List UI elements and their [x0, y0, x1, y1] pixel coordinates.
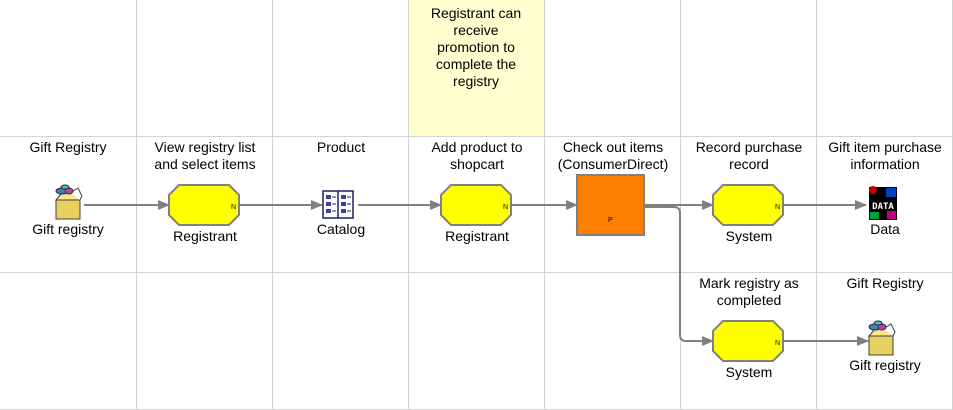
catalog-label: Catalog [316, 221, 366, 237]
data-icon[interactable]: DATA [869, 186, 897, 220]
view-step-actor: Registrant [173, 228, 237, 244]
mark-step-actor: System [725, 364, 773, 380]
add-step-actor: Registrant [445, 228, 509, 244]
gift-registry-label-2: Gift registry [849, 357, 921, 373]
catalog-icon[interactable] [322, 190, 354, 219]
subprocess-checkout[interactable] [576, 174, 645, 236]
gift-registry-icon[interactable] [54, 184, 83, 220]
process-step-view-registry[interactable] [168, 184, 240, 226]
data-label: Data [870, 221, 900, 237]
view-step-title: View registry list and select items [154, 139, 256, 172]
add-step-title: Add product to shopcart [431, 139, 523, 172]
step-marker: N [775, 340, 780, 347]
grid-cell [545, 0, 681, 137]
grid-cell [681, 0, 817, 137]
process-step-mark-registry[interactable] [712, 320, 784, 362]
connector-checkout-to-mark [645, 206, 714, 346]
gift-registry-title-2: Gift Registry [846, 275, 924, 291]
process-step-record-purchase[interactable] [712, 184, 784, 226]
step-marker: N [775, 204, 780, 211]
step-marker: P [608, 217, 613, 224]
gift-registry-icon[interactable] [867, 320, 896, 356]
gift-registry-title: Gift Registry [29, 139, 107, 155]
checkout-step-title: Check out items (ConsumerDirect) [557, 139, 669, 172]
grid-cell [0, 0, 137, 137]
product-title: Product [316, 139, 366, 155]
step-marker: N [503, 204, 508, 211]
data-icon-text: DATA [872, 202, 894, 212]
annotation-note: Registrant can receive promotion to comp… [409, 0, 545, 137]
grid-cell [273, 0, 409, 137]
record-step-actor: System [725, 228, 773, 244]
mark-step-title: Mark registry as completed [699, 275, 799, 308]
grid-cell [137, 0, 273, 137]
process-step-add-product[interactable] [440, 184, 512, 226]
annotation-note-text: Registrant can receive promotion to comp… [430, 5, 522, 89]
gift-registry-label: Gift registry [32, 221, 104, 237]
step-marker: N [231, 204, 236, 211]
record-step-title: Record purchase record [695, 139, 803, 172]
gift-item-info-title: Gift item purchase information [828, 139, 942, 172]
